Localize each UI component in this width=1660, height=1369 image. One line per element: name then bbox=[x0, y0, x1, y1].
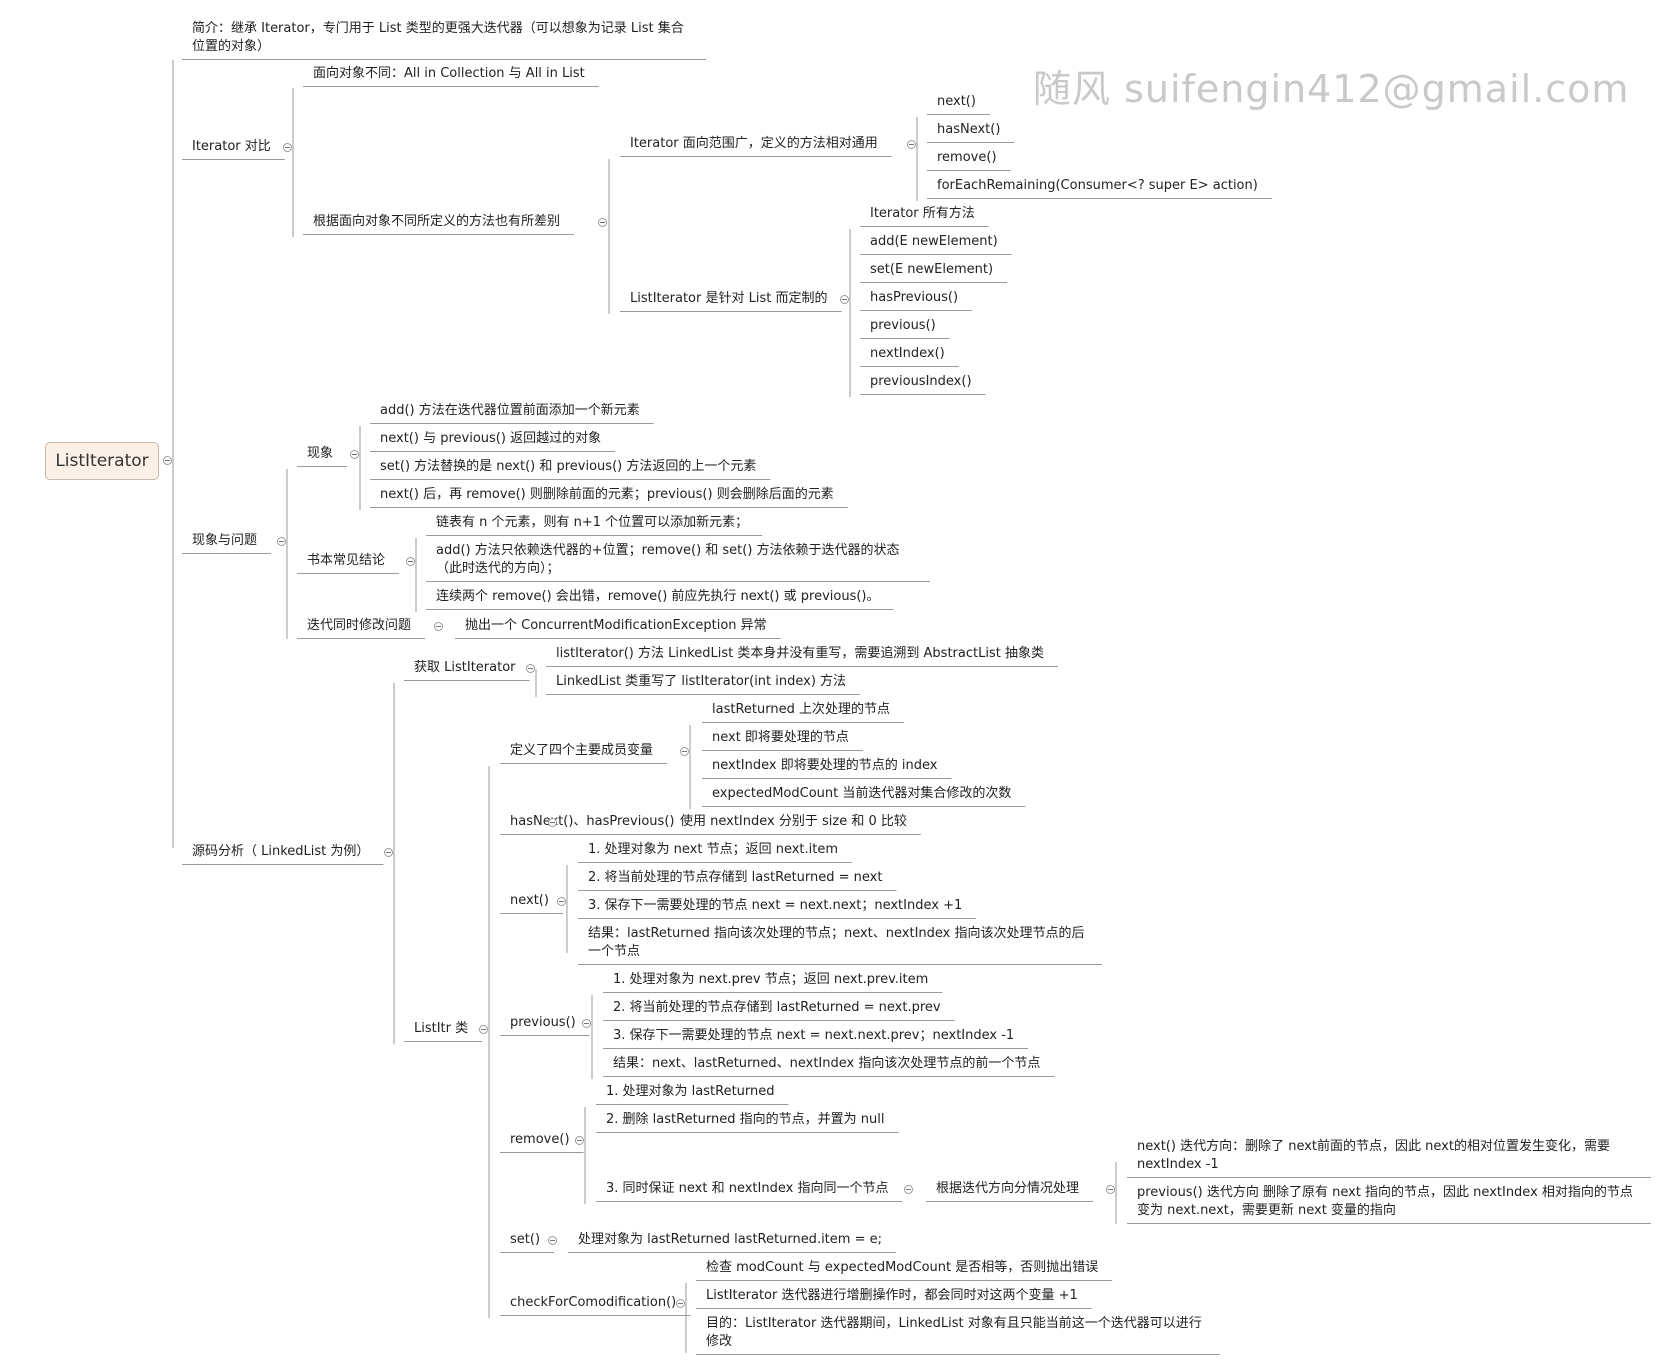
get-listiterator-node[interactable]: 获取 ListIterator bbox=[414, 660, 516, 675]
concurrent-node[interactable]: 迭代同时修改问题 bbox=[307, 618, 412, 633]
conclusion-item-1[interactable]: 链表有 n 个元素，则有 n+1 个位置可以添加新元素； bbox=[436, 515, 749, 530]
next-step-3[interactable]: 3. 保存下一需要处理的节点 next = next.next；nextInde… bbox=[588, 898, 963, 913]
collapse-toggle-icon[interactable] bbox=[548, 818, 557, 827]
source-analysis-node[interactable]: 源码分析（ LinkedList 为例） bbox=[192, 844, 370, 859]
set-detail[interactable]: 处理对象为 lastReturned lastReturned.item = e… bbox=[578, 1232, 882, 1247]
conclusions-node[interactable]: 书本常见结论 bbox=[307, 553, 386, 568]
set-method-node[interactable]: set() bbox=[510, 1232, 541, 1247]
previous-result[interactable]: 结果：next、lastReturned、nextIndex 指向该次处理节点的… bbox=[613, 1056, 1041, 1071]
remove-step-2[interactable]: 2. 删除 lastReturned 指向的节点，并置为 null bbox=[606, 1112, 885, 1127]
collapse-toggle-icon[interactable] bbox=[526, 664, 535, 673]
check-method-node[interactable]: checkForComodification() bbox=[510, 1295, 677, 1310]
next-result[interactable]: 结果：lastReturned 指向该次处理的节点；next、nextIndex… bbox=[588, 926, 1085, 959]
concurrent-detail[interactable]: 抛出一个 ConcurrentModificationException 异常 bbox=[465, 618, 767, 633]
check-item-1[interactable]: 检查 modCount 与 expectedModCount 是否相等，否则抛出… bbox=[706, 1260, 1099, 1275]
leaf-iterator-all[interactable]: Iterator 所有方法 bbox=[870, 206, 975, 221]
leaf-set[interactable]: set(E newElement) bbox=[870, 262, 994, 277]
next-step-1[interactable]: 1. 处理对象为 next 节点；返回 next.item bbox=[588, 842, 839, 857]
observed-node[interactable]: 现象 bbox=[307, 446, 334, 461]
methods-diff-node[interactable]: 根据面向对象不同所定义的方法也有所差别 bbox=[313, 214, 561, 229]
iterator-scope-node[interactable]: Iterator 面向范围广，定义的方法相对通用 bbox=[630, 136, 878, 151]
collapse-toggle-icon[interactable] bbox=[1106, 1185, 1115, 1194]
leaf-previousindex[interactable]: previousIndex() bbox=[870, 374, 972, 389]
remove-step-1[interactable]: 1. 处理对象为 lastReturned bbox=[606, 1084, 775, 1099]
collapse-toggle-icon[interactable] bbox=[582, 1019, 591, 1028]
collapse-toggle-icon[interactable] bbox=[680, 747, 689, 756]
listitr-node[interactable]: ListItr 类 bbox=[414, 1021, 469, 1036]
intro-node[interactable]: 简介：继承 Iterator，专门用于 List 类型的更强大迭代器（可以想象为… bbox=[192, 21, 684, 54]
get-item-1[interactable]: listIterator() 方法 LinkedList 类本身并没有重写，需要… bbox=[556, 646, 1044, 661]
check-item-3[interactable]: 目的：ListIterator 迭代器期间，LinkedList 对象有且只能当… bbox=[706, 1316, 1202, 1349]
watermark: 随风 suifengin412@gmail.com bbox=[1033, 67, 1630, 111]
member-lastreturned[interactable]: lastReturned 上次处理的节点 bbox=[712, 702, 890, 717]
member-expectedmodcount[interactable]: expectedModCount 当前迭代器对集合修改的次数 bbox=[712, 786, 1012, 801]
observed-item-2[interactable]: next() 与 previous() 返回越过的对象 bbox=[380, 431, 602, 446]
observed-item-3[interactable]: set() 方法替换的是 next() 和 previous() 方法返回的上一… bbox=[380, 459, 757, 474]
leaf-previous[interactable]: previous() bbox=[870, 318, 936, 333]
collapse-toggle-icon[interactable] bbox=[479, 1025, 488, 1034]
next-method-node[interactable]: next() bbox=[510, 893, 549, 908]
direction-next[interactable]: next() 迭代方向：删除了 next前面的节点，因此 next的相对位置发生… bbox=[1137, 1139, 1610, 1172]
leaf-remove[interactable]: remove() bbox=[937, 150, 997, 165]
collapse-toggle-icon[interactable] bbox=[277, 537, 286, 546]
iterator-compare-node[interactable]: Iterator 对比 bbox=[192, 139, 271, 154]
conclusion-item-3[interactable]: 连续两个 remove() 会出错，remove() 前应先执行 next() … bbox=[436, 589, 880, 604]
collapse-toggle-icon[interactable] bbox=[904, 1185, 913, 1194]
direction-node[interactable]: 根据迭代方向分情况处理 bbox=[936, 1181, 1080, 1196]
collapse-toggle-icon[interactable] bbox=[406, 557, 415, 566]
members-node[interactable]: 定义了四个主要成员变量 bbox=[510, 743, 654, 758]
collapse-toggle-icon[interactable] bbox=[350, 450, 359, 459]
hasnext-node[interactable]: hasNext()、hasPrevious() bbox=[510, 814, 675, 829]
get-item-2[interactable]: LinkedList 类重写了 listIterator(int index) … bbox=[556, 674, 847, 689]
next-step-2[interactable]: 2. 将当前处理的节点存储到 lastReturned = next bbox=[588, 870, 883, 885]
remove-step-3[interactable]: 3. 同时保证 next 和 nextIndex 指向同一个节点 bbox=[606, 1181, 889, 1196]
direction-previous[interactable]: previous() 迭代方向 删除了原有 next 指向的节点，因此 next… bbox=[1137, 1185, 1633, 1218]
leaf-add[interactable]: add(E newElement) bbox=[870, 234, 998, 249]
collapse-toggle-icon[interactable] bbox=[907, 140, 916, 149]
listiterator-custom-node[interactable]: ListIterator 是针对 List 而定制的 bbox=[630, 291, 828, 306]
collapse-toggle-icon[interactable] bbox=[598, 218, 607, 227]
conclusion-item-2[interactable]: add() 方法只依赖迭代器的+位置；remove() 和 set() 方法依赖… bbox=[436, 543, 900, 576]
leaf-hasnext[interactable]: hasNext() bbox=[937, 122, 1001, 137]
leaf-foreachremaining[interactable]: forEachRemaining(Consumer<? super E> act… bbox=[937, 178, 1258, 193]
previous-step-1[interactable]: 1. 处理对象为 next.prev 节点；返回 next.prev.item bbox=[613, 972, 929, 987]
hasnext-detail[interactable]: 使用 nextIndex 分别于 size 和 0 比较 bbox=[680, 814, 907, 829]
previous-step-2[interactable]: 2. 将当前处理的节点存储到 lastReturned = next.prev bbox=[613, 1000, 941, 1015]
collapse-toggle-icon[interactable] bbox=[575, 1136, 584, 1145]
previous-step-3[interactable]: 3. 保存下一需要处理的节点 next = next.next.prev；nex… bbox=[613, 1028, 1015, 1043]
observed-item-4[interactable]: next() 后，再 remove() 则删除前面的元素；previous() … bbox=[380, 487, 834, 502]
collapse-toggle-icon[interactable] bbox=[283, 143, 292, 152]
leaf-nextindex[interactable]: nextIndex() bbox=[870, 346, 945, 361]
collapse-toggle-icon[interactable] bbox=[557, 897, 566, 906]
check-item-2[interactable]: ListIterator 迭代器进行增删操作时，都会同时对这两个变量 +1 bbox=[706, 1288, 1078, 1303]
collapse-toggle-icon[interactable] bbox=[384, 848, 393, 857]
collapse-toggle-icon[interactable] bbox=[548, 1236, 557, 1245]
member-next[interactable]: next 即将要处理的节点 bbox=[712, 730, 849, 745]
root-node[interactable]: ListIterator bbox=[45, 442, 159, 480]
collapse-toggle-icon[interactable] bbox=[434, 622, 443, 631]
previous-method-node[interactable]: previous() bbox=[510, 1015, 576, 1030]
target-diff-node[interactable]: 面向对象不同：All in Collection 与 All in List bbox=[313, 66, 585, 81]
collapse-toggle-icon[interactable] bbox=[676, 1299, 685, 1308]
observed-item-1[interactable]: add() 方法在迭代器位置前面添加一个新元素 bbox=[380, 403, 640, 418]
remove-method-node[interactable]: remove() bbox=[510, 1132, 570, 1147]
collapse-toggle-icon[interactable] bbox=[163, 456, 172, 465]
phenomena-node[interactable]: 现象与问题 bbox=[192, 533, 258, 548]
leaf-next[interactable]: next() bbox=[937, 94, 976, 109]
leaf-hasprevious[interactable]: hasPrevious() bbox=[870, 290, 959, 305]
collapse-toggle-icon[interactable] bbox=[840, 295, 849, 304]
member-nextindex[interactable]: nextIndex 即将要处理的节点的 index bbox=[712, 758, 938, 773]
